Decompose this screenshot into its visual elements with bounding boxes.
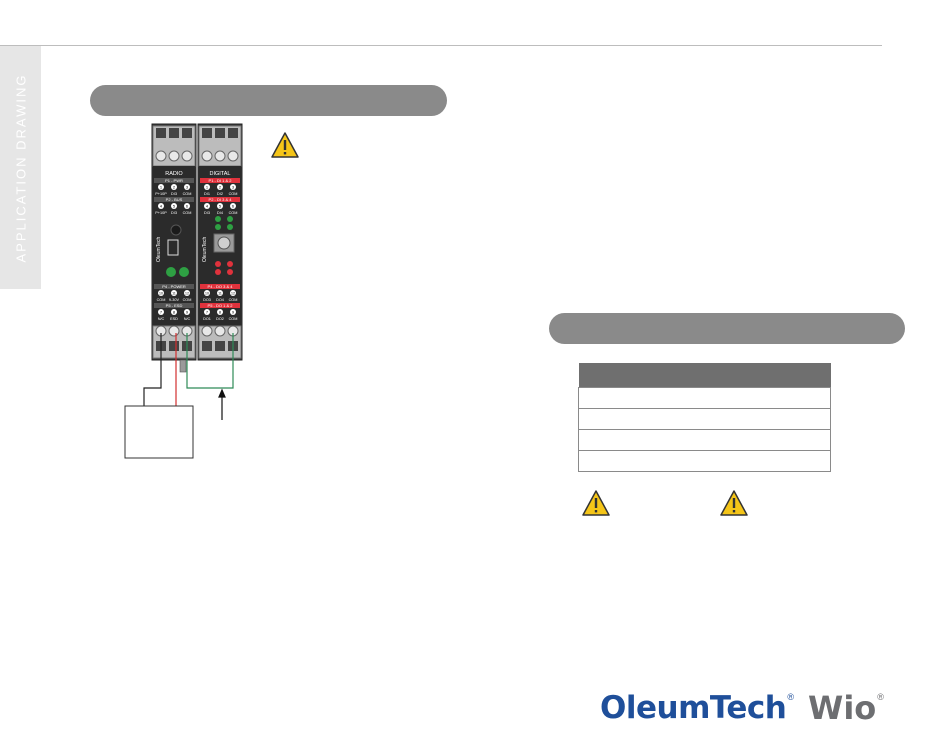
digital-module: DIGITAL P1 - DI 1 & 2 1 2 3 DI1 DI2 COM … (197, 123, 243, 361)
radio-p2-header: P2 - BUS (166, 197, 183, 202)
radio-term-10: 10 (159, 292, 163, 296)
digital-p1-label: DI1 (204, 192, 210, 196)
radio-title: RADIO (165, 171, 183, 177)
digital-p2-label: DI4 (217, 211, 223, 215)
radio-term-12: 12 (185, 292, 189, 296)
digital-term-10: 10 (205, 292, 209, 296)
radio-term-6: 6 (186, 204, 189, 209)
radio-p4-label: COM (183, 298, 192, 302)
radio-term-9: 9 (186, 310, 189, 315)
radio-module: RADIO P1 - PWR 1 2 3 P+10P DI3 COM P2 - … (151, 123, 197, 361)
radio-p5-header: P5 - ESD (166, 303, 183, 308)
digital-p5-header: P5 - DO 1 & 2 (208, 303, 234, 308)
digital-term-2: 2 (219, 185, 222, 190)
radio-term-5: 5 (173, 204, 176, 209)
section-header-bar-specs (549, 313, 905, 344)
header-rule (0, 45, 882, 46)
digital-p5-label: DO2 (216, 317, 224, 321)
section-header-bar-drawing (90, 85, 447, 116)
radio-p4-label: COM (157, 298, 166, 302)
digital-p2-label: COM (229, 211, 238, 215)
radio-brand: OleumTech (156, 236, 162, 262)
warning-icon (720, 490, 748, 516)
power-supply-box (124, 405, 194, 459)
radio-p2-label: P+10P (155, 211, 167, 215)
radio-p1-label: COM (183, 192, 192, 196)
logo-registered-mark: ® (787, 692, 795, 702)
radio-p1-label: P+10P (155, 192, 167, 196)
warning-icon (582, 490, 610, 516)
warning-icon (271, 132, 299, 158)
table-row (578, 387, 831, 409)
radio-term-3: 3 (186, 185, 189, 190)
table-row (578, 408, 831, 430)
radio-term-7: 7 (160, 310, 163, 315)
radio-p1-label: DI3 (171, 192, 177, 196)
spec-table (578, 363, 831, 472)
radio-term-1: 1 (160, 185, 163, 190)
wiring (143, 333, 234, 420)
radio-p2-label: DI3 (171, 211, 177, 215)
digital-term-5: 5 (219, 204, 222, 209)
digital-p4-label: DO4 (216, 298, 224, 302)
digital-term-12: 12 (231, 292, 235, 296)
radio-term-4: 4 (160, 204, 163, 209)
radio-p4-label: 9-30V (169, 298, 180, 302)
digital-term-11: 11 (218, 292, 222, 296)
company-logo: OleumTech ® Wio ® (600, 686, 884, 730)
digital-p1-label: COM (229, 192, 238, 196)
digital-term-8: 8 (219, 310, 222, 315)
radio-term-2: 2 (173, 185, 176, 190)
digital-brand: OleumTech (202, 236, 208, 262)
digital-term-7: 7 (206, 310, 209, 315)
digital-p2-label: DI3 (204, 211, 210, 215)
digital-p1-label: DI2 (217, 192, 223, 196)
digital-term-3: 3 (232, 185, 235, 190)
logo-product: Wio (808, 689, 877, 727)
radio-p5-label: N/C (184, 317, 191, 321)
digital-p2-header: P2 - DI 3 & 4 (209, 197, 233, 202)
logo-registered-mark: ® (877, 692, 884, 702)
sidebar-tab: APPLICATION DRAWING (0, 46, 41, 289)
digital-title: DIGITAL (210, 171, 231, 177)
radio-p5-label: ESD (170, 317, 178, 321)
logo-brand: OleumTech (600, 690, 787, 726)
radio-p2-label: COM (183, 211, 192, 215)
radio-p5-label: N/C (158, 317, 165, 321)
radio-p1-header: P1 - PWR (165, 178, 183, 183)
digital-p4-label: COM (229, 298, 238, 302)
digital-p5-label: DO1 (203, 317, 211, 321)
radio-term-11: 11 (172, 292, 176, 296)
radio-p4-header: P4 - POWER (162, 284, 186, 289)
table-row (578, 450, 831, 472)
digital-term-9: 9 (232, 310, 235, 315)
digital-p4-header: P4 - DO 3 & 4 (208, 284, 234, 289)
digital-term-1: 1 (206, 185, 209, 190)
table-row (578, 429, 831, 451)
digital-p4-label: DO3 (203, 298, 211, 302)
radio-term-8: 8 (173, 310, 176, 315)
digital-p1-header: P1 - DI 1 & 2 (209, 178, 233, 183)
digital-p5-label: COM (229, 317, 238, 321)
spec-table-header (578, 363, 831, 388)
digital-term-4: 4 (206, 204, 209, 209)
digital-term-6: 6 (232, 204, 235, 209)
